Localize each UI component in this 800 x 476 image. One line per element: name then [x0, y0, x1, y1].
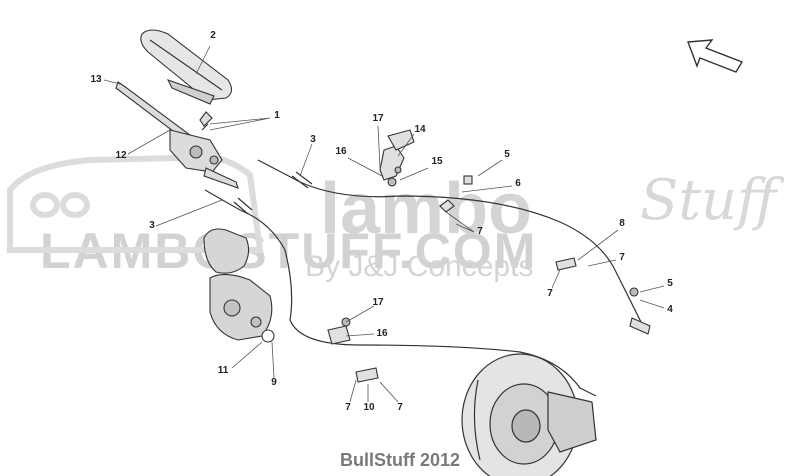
cable-3-upper [257, 159, 646, 331]
callout-5-upper: 5 [504, 149, 510, 160]
callout-11: 11 [217, 365, 229, 376]
callout-1: 1 [274, 110, 280, 121]
callout-9: 9 [271, 377, 277, 388]
callout-3-lower: 3 [149, 220, 155, 231]
caliper-left [203, 228, 275, 343]
callout-4: 4 [667, 304, 673, 315]
watermark-stuff: Stuff [640, 168, 777, 233]
callout-2: 2 [210, 30, 216, 41]
watermark-byline: By J&J Concepts [305, 250, 534, 283]
callout-6: 6 [515, 178, 521, 189]
bracket-16-lower [327, 317, 379, 383]
callout-16-lower: 16 [376, 328, 388, 339]
handbrake-arm [115, 81, 239, 189]
callout-10: 10 [363, 402, 375, 413]
callout-17-upper: 17 [372, 113, 384, 124]
callout-7-d: 7 [345, 402, 351, 413]
handbrake-lever [140, 29, 233, 105]
callout-7-a: 7 [477, 226, 483, 237]
callout-3-upper: 3 [310, 134, 316, 145]
watermark-lambo: lambo [320, 169, 533, 249]
footer-credit: BullStuff 2012 [339, 450, 461, 470]
callout-7-e: 7 [397, 402, 403, 413]
bracket-14 [379, 129, 415, 187]
callout-7-b: 7 [619, 252, 625, 263]
direction-arrow-icon [687, 39, 744, 73]
callout-16-upper: 16 [335, 146, 347, 157]
callout-17-lower: 17 [372, 297, 384, 308]
callout-5-lower: 5 [667, 278, 673, 289]
callout-13: 13 [90, 74, 102, 85]
callout-8: 8 [619, 218, 625, 229]
callout-7-c: 7 [547, 288, 553, 299]
leader-lines [103, 45, 665, 403]
callout-12: 12 [115, 150, 127, 161]
callout-15: 15 [431, 156, 443, 167]
car-silhouette-watermark [7, 153, 264, 253]
rear-brake-disc [461, 353, 597, 476]
cable-guides-right [439, 175, 651, 335]
callout-14: 14 [414, 124, 426, 135]
